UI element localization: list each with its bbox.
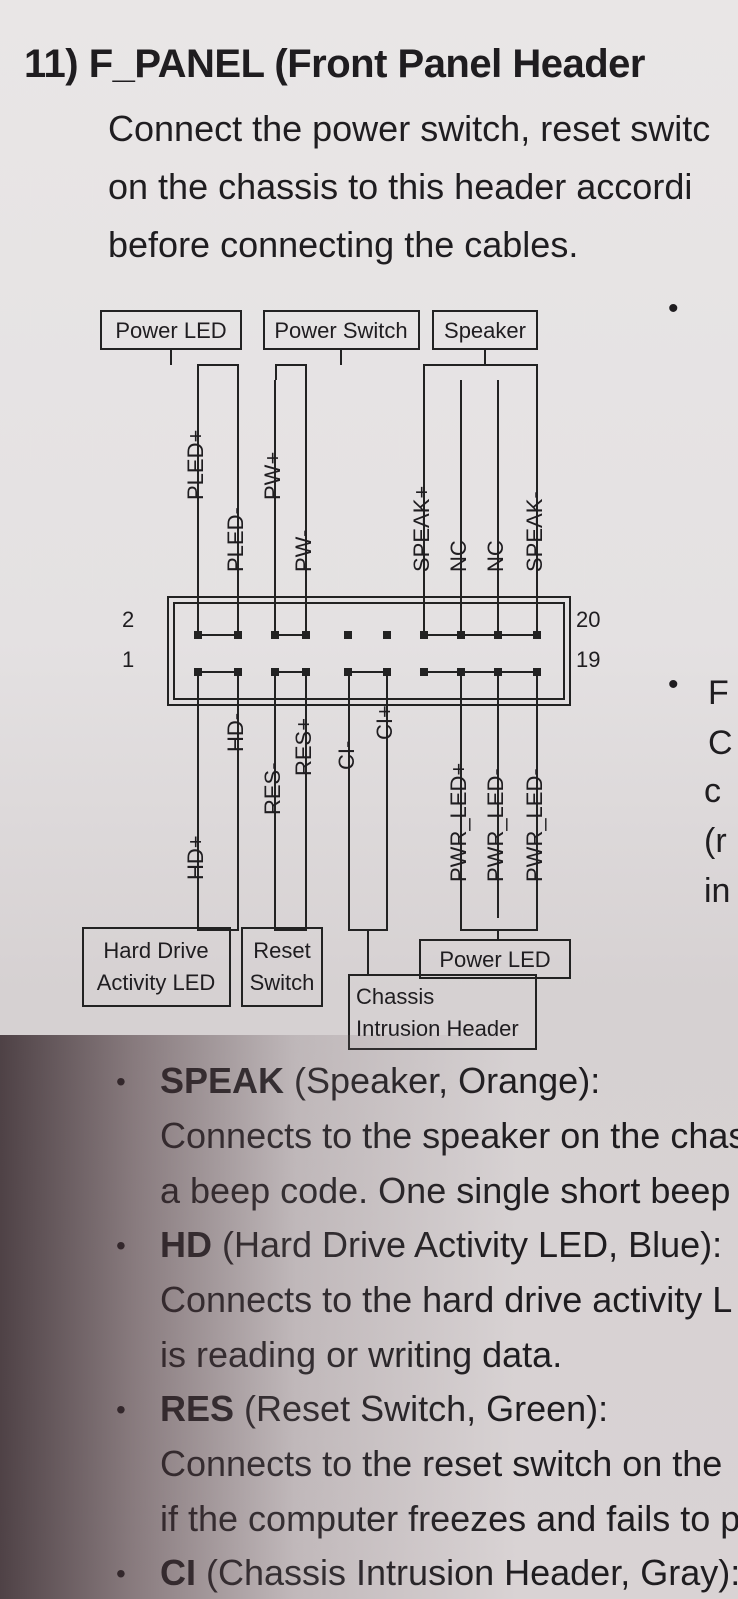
item-res-title: RES (Reset Switch, Green):: [160, 1388, 609, 1429]
pin-label-hd-minus: HD-: [223, 713, 248, 752]
item-hd-title: HD (Hard Drive Activity LED, Blue):: [160, 1224, 723, 1265]
intro-line-2: on the chassis to this header accordi: [108, 166, 693, 207]
pin-label-pw-minus: PW-: [291, 530, 316, 572]
section-heading: 11) F_PANEL (Front Panel Header: [24, 42, 645, 86]
item-ci-title: CI (Chassis Intrusion Header, Gray):: [160, 1552, 738, 1593]
item-hd-desc-1: Connects to the hard drive activity L: [160, 1279, 733, 1320]
item-hd-desc-2: is reading or writing data.: [160, 1334, 563, 1375]
chassis-label-1: Chassis: [356, 984, 434, 1009]
pin-label-speak-plus: SPEAK+: [409, 486, 434, 572]
item-speak-title: SPEAK (Speaker, Orange):: [160, 1060, 601, 1101]
f-panel-pinout-diagram: Power LED Power Switch Speaker PLED+ PLE…: [82, 310, 600, 1050]
intro-line-1: Connect the power switch, reset switc: [108, 108, 711, 149]
power-led-top-label: Power LED: [115, 318, 226, 343]
power-led-bottom-box: [419, 939, 571, 979]
right-bullet-2: •: [668, 668, 679, 701]
row-number-19: 19: [576, 647, 600, 672]
right-fragment-4: (r: [704, 822, 727, 860]
bullet-hd: •: [116, 1230, 126, 1261]
right-bullet-1: •: [668, 292, 679, 325]
pin-label-ci-plus: CI+: [372, 705, 397, 740]
item-speak-desc-2: a beep code. One single short beep: [160, 1170, 731, 1211]
right-fragment-1: F: [708, 674, 729, 712]
item-res-desc-2: if the computer freezes and fails to p: [160, 1498, 738, 1539]
row-number-2: 2: [122, 607, 134, 632]
pin-label-speak-minus: SPEAK-: [522, 491, 547, 572]
right-fragment-5: in: [704, 872, 731, 910]
right-fragment-3: c: [704, 772, 721, 810]
pin-label-pwr-led-minus-1: PWR_LED-: [483, 768, 508, 882]
reset-label-1: Reset: [253, 938, 310, 963]
intro-line-3: before connecting the cables.: [108, 224, 579, 265]
hdd-led-box: [82, 927, 231, 1007]
pin-label-pled-plus: PLED+: [183, 430, 208, 500]
row-number-20: 20: [576, 607, 600, 632]
row-number-1: 1: [122, 647, 134, 672]
pin-label-pwr-led-plus: PWR_LED+: [446, 763, 471, 882]
right-fragment-2: C: [708, 724, 733, 762]
hdd-led-label-2: Activity LED: [97, 970, 216, 995]
chassis-label-2: Intrusion Header: [356, 1016, 519, 1041]
power-switch-top-label: Power Switch: [274, 318, 407, 343]
item-speak-desc-1: Connects to the speaker on the chas: [160, 1115, 738, 1156]
pin-label-ci-minus: CI-: [334, 741, 359, 770]
pin-label-hd-plus: HD+: [183, 835, 208, 880]
speaker-top-label: Speaker: [444, 318, 526, 343]
pin-label-pwr-led-minus-2: PWR_LED-: [522, 768, 547, 882]
item-res-desc-1: Connects to the reset switch on the: [160, 1443, 723, 1484]
power-led-bottom-label: Power LED: [439, 947, 550, 972]
pin-label-pw-plus: PW+: [260, 452, 285, 500]
reset-label-2: Switch: [250, 970, 315, 995]
reset-switch-box: [241, 927, 323, 1007]
bullet-res: •: [116, 1394, 126, 1425]
pin-label-res-minus: RES-: [260, 762, 285, 815]
bullet-ci: •: [116, 1558, 126, 1589]
pin-label-res-plus: RES+: [291, 718, 316, 776]
bullet-speak: •: [116, 1066, 126, 1097]
hdd-led-label-1: Hard Drive: [103, 938, 208, 963]
pin-label-pled-minus: PLED-: [223, 507, 248, 572]
pin-label-nc-2: NC: [483, 540, 508, 572]
pin-label-nc-1: NC: [446, 540, 471, 572]
